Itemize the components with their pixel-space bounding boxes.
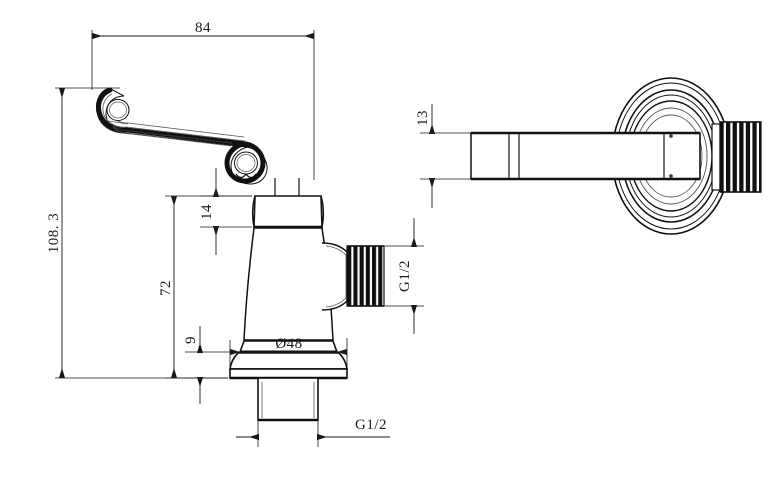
inlet-shank: [257, 377, 319, 422]
side-elevation-view: [95, 87, 385, 422]
body-column: [243, 227, 334, 341]
dimension-72-label: 72: [158, 280, 174, 296]
dimension-84: 84: [91, 20, 315, 180]
dimension-13: 13: [415, 104, 471, 208]
dimension-g12-inlet-label: G1/2: [355, 417, 387, 433]
dimension-g12-outlet: G1/2: [384, 218, 424, 334]
outlet-spigot: [321, 242, 385, 311]
dimension-9-label: 9: [183, 336, 199, 344]
handle-bar-top: [470, 131, 701, 181]
dimension-13-label: 13: [415, 110, 431, 126]
side-view-dimensions: 84 108. 3 72 14: [46, 20, 424, 447]
dimension-108-3-label: 108. 3: [46, 213, 62, 254]
dimension-g12-outlet-label: G1/2: [397, 260, 413, 292]
handle-stem: [274, 178, 300, 196]
top-plan-view: 13: [415, 77, 762, 235]
dimension-diameter-48: Ø48: [229, 336, 348, 368]
outlet-thread-top: [711, 121, 762, 193]
dimension-72: 72: [158, 195, 252, 379]
dimension-84-label: 84: [195, 20, 211, 36]
lever-handle: [95, 87, 268, 185]
dimension-9: 9: [183, 326, 238, 404]
dimension-14: 14: [199, 168, 252, 255]
dimension-diameter-48-label: Ø48: [275, 336, 302, 352]
dimension-g12-inlet: G1/2: [236, 417, 390, 447]
dimension-14-label: 14: [199, 204, 215, 220]
body-collar: [251, 195, 325, 229]
